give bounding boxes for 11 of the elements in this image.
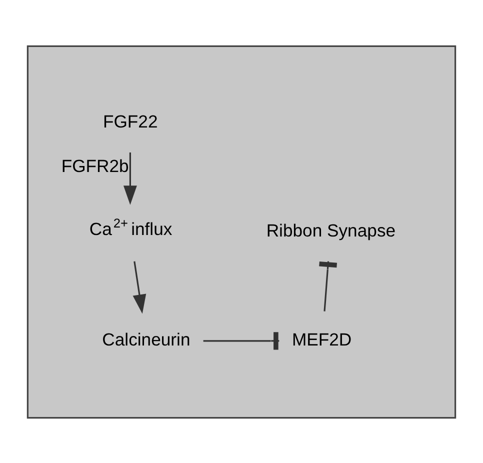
node-text: Ca$^{2+}$ influx <box>89 214 172 238</box>
connector <box>319 260 337 311</box>
node-text: Ribbon Synapse <box>266 220 396 240</box>
node-text: FGF22 <box>102 111 158 132</box>
node-text: Calcineurin <box>102 328 190 349</box>
edge-label: FGFR2b <box>61 155 129 176</box>
connector <box>203 332 280 350</box>
arrow <box>123 152 137 204</box>
cluster <box>26 44 456 418</box>
node-text: MEF2D <box>292 328 352 349</box>
arrow <box>132 260 146 314</box>
